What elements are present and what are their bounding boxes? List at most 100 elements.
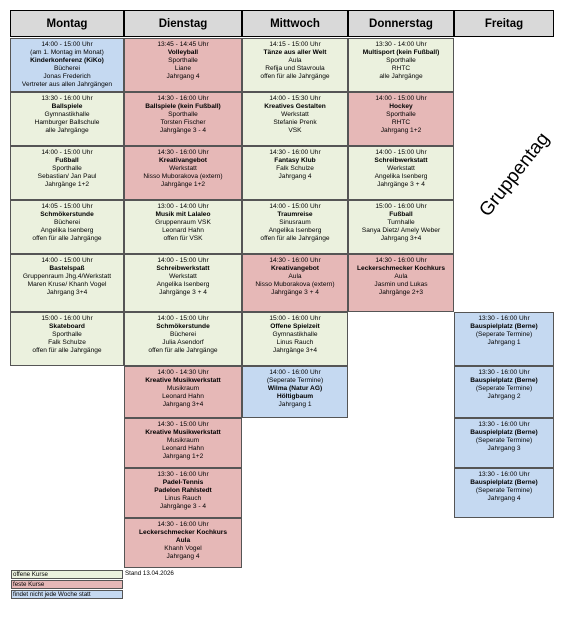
course-line: Jahrgang 4	[166, 73, 200, 80]
course-line: 14:00 - 15:00 Uhr	[375, 95, 427, 102]
course-line: Jahrgang 4	[487, 495, 521, 502]
course-line: Falk Schulze	[48, 339, 86, 346]
course-line: Musikraum	[166, 385, 200, 392]
course-line: offen für alle Jahrgänge	[148, 347, 218, 354]
course-line: Bücherei	[53, 219, 81, 226]
legend-open: offene Kurse	[11, 570, 123, 579]
course-title: Fußball	[389, 211, 413, 218]
course-line: VSK	[288, 127, 302, 134]
course-title: Padelon Rahlstedt	[154, 487, 212, 494]
course-line: Turnhalle	[387, 219, 415, 226]
course-line: Gruppenraum Jhg.4/Werkstatt	[22, 273, 112, 280]
course-line: Jonas Frederich	[43, 73, 91, 80]
course-line: 14:00 - 15:00 Uhr	[41, 149, 93, 156]
course-title: Musik mit Lalaleo	[155, 211, 211, 218]
course-title: Schmökerstunde	[40, 211, 94, 218]
course-title: Offene Spielzeit	[270, 323, 320, 330]
course-line: Sporthalle	[168, 111, 198, 118]
course-line: Jahrgang 2	[487, 393, 521, 400]
course-line: 14:00 - 15:00 Uhr	[269, 203, 321, 210]
course-line: (am 1. Montag im Monat)	[30, 49, 104, 56]
course-line: Sanya Dietz/ Amely Weber	[361, 227, 441, 234]
course-cell: 14:00 - 16:00 Uhr(Seperate Termine)Wilma…	[242, 366, 348, 418]
course-line: Werkstatt	[169, 165, 197, 172]
course-line: Jasmin und Lukas	[374, 281, 428, 288]
course-line: Jahrgänge 3 - 4	[159, 127, 207, 134]
course-title: Schreibwerkstatt	[374, 157, 428, 164]
course-line: Bücherei	[53, 65, 81, 72]
course-line: Jahrgänge 3+4	[272, 347, 318, 354]
course-line: 14:00 - 15:00 Uhr	[41, 257, 93, 264]
course-title: Fantasy Klub	[274, 157, 316, 164]
course-line: Jahrgänge 3 + 4	[159, 289, 207, 296]
course-line: 15:00 - 16:00 Uhr	[375, 203, 427, 210]
gruppentag-text: Gruppentag	[475, 128, 554, 221]
course-line: Gruppenraum VSK	[155, 219, 211, 226]
course-line: 13:30 - 16:00 Uhr	[157, 471, 209, 478]
header-montag: Montag	[10, 10, 124, 37]
course-line: 13:30 - 16:00 Uhr	[478, 369, 530, 376]
course-line: Sporthalle	[386, 57, 416, 64]
course-title: Aula	[175, 537, 191, 544]
course-line: Jahrgänge 3 + 4	[271, 289, 319, 296]
course-line: 14:30 - 15:00 Uhr	[157, 421, 209, 428]
course-line: RHTC	[391, 65, 411, 72]
course-line: Jahrgang 4	[278, 173, 312, 180]
course-line: Angelika Isenberg	[156, 281, 210, 288]
course-line: 14:30 - 16:00 Uhr	[375, 257, 427, 264]
course-line: Jahrgang 1	[278, 401, 312, 408]
course-title: Fußball	[55, 157, 79, 164]
course-line: 14:30 - 16:00 Uhr	[157, 95, 209, 102]
course-line: Musikraum	[166, 437, 200, 444]
course-line: Julia Asendorf	[162, 339, 204, 346]
course-title: Ballspiele (kein Fußball)	[145, 103, 221, 110]
course-line: offen für alle Jahrgänge	[260, 73, 330, 80]
header-freitag: Freitag	[454, 10, 554, 37]
course-line: Leonard Hahn	[162, 445, 204, 452]
course-line: Angelika Isenberg	[374, 173, 428, 180]
course-line: 13:30 - 14:00 Uhr	[375, 41, 427, 48]
course-line: 14:15 - 15:00 Uhr	[269, 41, 321, 48]
course-title: Kinderkonferenz (KiKo)	[30, 57, 104, 64]
course-title: Hockey	[389, 103, 413, 110]
course-line: Jahrgänge 1+2	[160, 181, 206, 188]
course-title: Ballspiele	[51, 103, 83, 110]
course-line: offen für alle Jahrgänge	[32, 235, 102, 242]
course-line: Jahrgänge 2+3	[378, 289, 424, 296]
course-line: Nisso Muborakova (extern)	[255, 281, 335, 288]
course-line: Sporthalle	[52, 165, 82, 172]
legend-irregular: findet nicht jede Woche statt	[11, 590, 123, 599]
course-line: Sinusraum	[279, 219, 311, 226]
course-line: 15:00 - 16:00 Uhr	[41, 315, 93, 322]
course-line: 13:45 - 14:45 Uhr	[157, 41, 209, 48]
course-line: Sporthalle	[168, 57, 198, 64]
course-line: Sebastian/ Jan Paul	[37, 173, 97, 180]
course-line: Jahrgang 3+4	[380, 235, 422, 242]
course-line: Maren Kruse/ Khanh Vogel	[27, 281, 107, 288]
course-line: 13:30 - 16:00 Uhr	[478, 471, 530, 478]
course-title: Multisport (kein Fußball)	[362, 49, 440, 56]
course-line: alle Jahrgänge	[379, 73, 423, 80]
course-line: Leonard Hahn	[162, 227, 204, 234]
course-title: Bauspielplatz (Berne)	[470, 323, 538, 330]
course-line: offen für alle Jahrgänge	[260, 235, 330, 242]
course-title: Höltigbaum	[276, 393, 314, 400]
course-line: 13:30 - 16:00 Uhr	[478, 421, 530, 428]
course-line: 13:30 - 16:00 Uhr	[478, 315, 530, 322]
